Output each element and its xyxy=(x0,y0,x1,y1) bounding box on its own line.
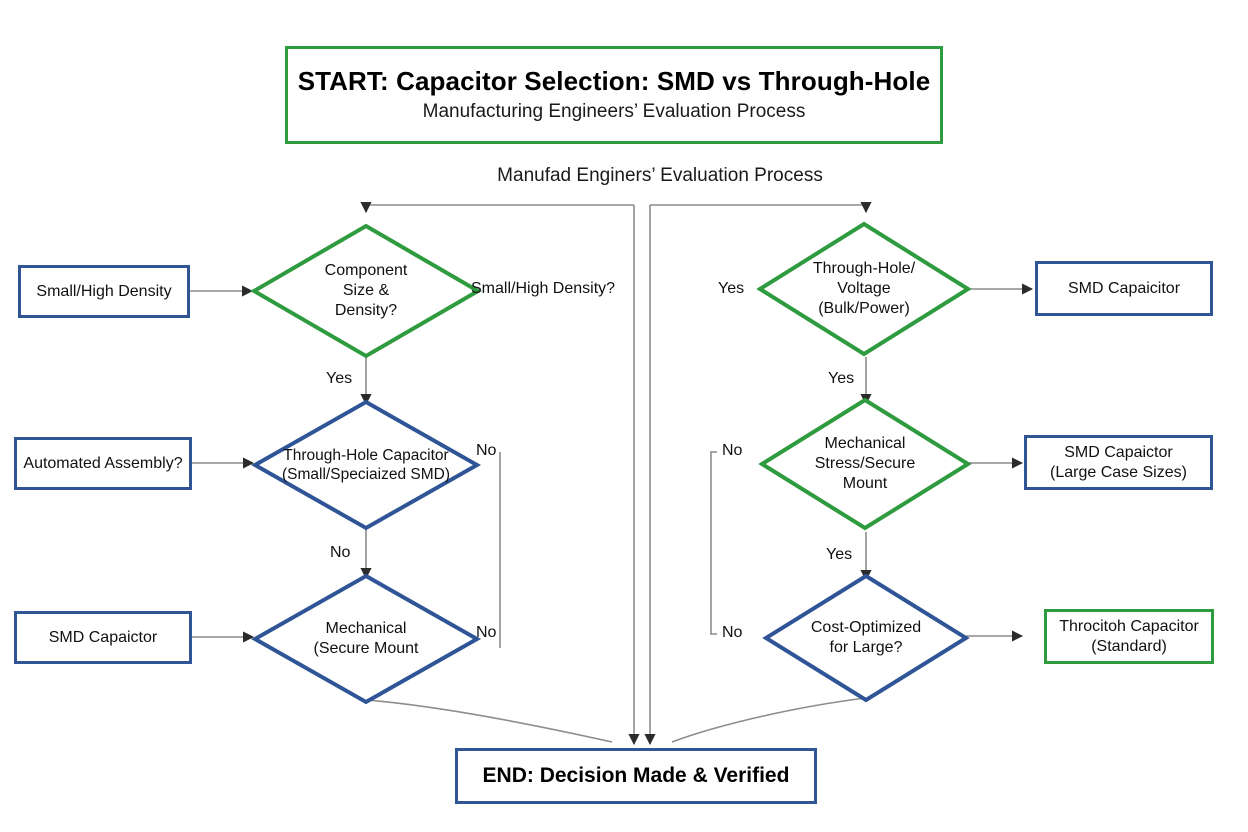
end-title: END: Decision Made & Verified xyxy=(482,763,790,787)
wire-top-right-bracket xyxy=(650,201,872,214)
wire-left-decision3-to-end xyxy=(365,699,613,743)
left-edge-label-no-3: No xyxy=(476,624,497,641)
start-subtitle: Manufacturing Engineers’ Evaluation Proc… xyxy=(422,100,806,122)
right-edge-label-yes-3: Yes xyxy=(826,546,853,563)
wire-top-left-bracket xyxy=(360,201,634,214)
left-input-box-3[interactable]: SMD Capaictor xyxy=(14,611,192,664)
right-edge-label-no-1: No xyxy=(722,442,743,459)
right-edge-label-no-2: No xyxy=(722,624,743,641)
left-edge-label-yes: Yes xyxy=(326,370,353,387)
right-decision-2[interactable]: Mechanical Stress/Secure Mount xyxy=(758,397,972,531)
left-edge-label-no-1: No xyxy=(476,442,497,459)
left-decision-1[interactable]: Component Size & Density? xyxy=(250,223,482,359)
wire-right-no-bracket xyxy=(710,451,717,635)
left-input-box-2[interactable]: Automated Assembly? xyxy=(14,437,192,490)
wire-right-decision3-to-end xyxy=(671,697,867,743)
right-output-box-1[interactable]: SMD Capaicitor xyxy=(1035,261,1213,316)
right-decision-3[interactable]: Cost-Optimized for Large? xyxy=(762,573,970,703)
start-node: START: Capacitor Selection: SMD vs Throu… xyxy=(285,46,943,144)
end-node: END: Decision Made & Verified xyxy=(455,748,817,804)
right-edge-label-yes-2: Yes xyxy=(828,370,855,387)
left-edge-label-density: Small/High Density? xyxy=(471,280,616,297)
right-output-box-3[interactable]: Throcitoh Capacitor (Standard) xyxy=(1044,609,1214,664)
section-caption: Manufad Enginers’ Evaluation Process xyxy=(497,165,823,186)
start-title: START: Capacitor Selection: SMD vs Throu… xyxy=(297,65,931,96)
left-edge-label-no-2: No xyxy=(330,544,351,561)
right-decision-1[interactable]: Through-Hole/ Voltage (Bulk/Power) xyxy=(756,221,972,357)
right-output-box-2[interactable]: SMD Capaictor (Large Case Sizes) xyxy=(1024,435,1213,490)
left-decision-2[interactable]: Through-Hole Capacitor (Small/Speciaized… xyxy=(250,399,482,531)
left-input-box-1[interactable]: Small/High Density xyxy=(18,265,190,318)
left-decision-3[interactable]: Mechanical (Secure Mount xyxy=(250,573,482,705)
right-edge-label-yes-1: Yes xyxy=(718,280,745,297)
